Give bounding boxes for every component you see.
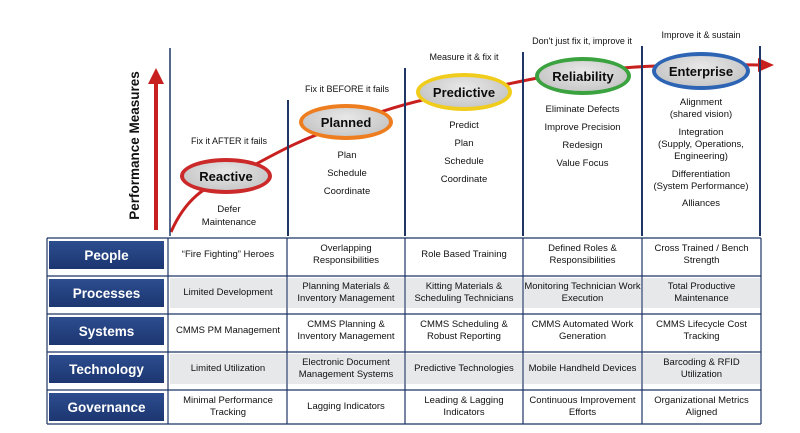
table-cell: Overlapping Responsibilities (288, 240, 404, 270)
stage-item: Plan (337, 150, 357, 161)
stage-item: Plan (454, 138, 474, 150)
stage-items-enterprise: Alignment (shared vision) Integration (S… (642, 97, 760, 211)
stage-item: (System Performance) (653, 181, 749, 193)
table-cell: Leading & Lagging Indicators (406, 392, 522, 422)
stage-items-predictive: Predict Plan Schedule Coordinate (405, 117, 523, 189)
stage-item: (shared vision) (669, 109, 733, 121)
table-cell: CMMS Lifecycle Cost Tracking (643, 316, 760, 346)
stage-item: Eliminate Defects (545, 104, 620, 115)
table-cell: Monitoring Technician Work Execution (524, 278, 641, 308)
table-cell: Kitting Materials & Scheduling Technicia… (406, 278, 522, 308)
table-cell: Limited Utilization (170, 354, 286, 384)
stage-caption-enterprise: Improve it & sustain (661, 30, 741, 40)
table-cell: Minimal Performance Tracking (170, 392, 286, 422)
row-label-people: People (49, 241, 164, 269)
table-cell: Limited Development (170, 278, 286, 308)
stage-item: Schedule (444, 156, 484, 168)
row-label-governance: Governance (49, 393, 164, 421)
stage-caption-planned: Fix it BEFORE it fails (304, 84, 389, 94)
table-cell: Mobile Handheld Devices (524, 354, 641, 384)
table-cell: Lagging Indicators (288, 392, 404, 422)
stage-pill-enterprise: Enterprise (652, 52, 750, 90)
table-cell: Role Based Training (406, 240, 522, 270)
row-label-processes: Processes (49, 279, 164, 307)
table-cell: CMMS Scheduling & Robust Reporting (406, 316, 522, 346)
stage-caption-predictive: Measure it & fix it (429, 52, 499, 62)
stage-item: Value Focus (556, 158, 609, 170)
table-cell: Electronic Document Management Systems (288, 354, 404, 384)
stage-item: Schedule (327, 168, 367, 180)
table-cell: Continuous Improvement Efforts (524, 392, 641, 422)
table-cell: CMMS PM Management (170, 316, 286, 346)
stage-item: Alignment (679, 97, 723, 108)
table-cell: Planning Materials & Inventory Managemen… (288, 278, 404, 308)
row-label-technology: Technology (49, 355, 164, 383)
curve-arrowhead (758, 58, 774, 72)
stage-caption-reactive: Fix it AFTER it fails (190, 136, 267, 146)
stage-item: Redesign (562, 140, 603, 152)
stage-item: Coordinate (440, 174, 488, 186)
table-cell: Barcoding & RFID Utilization (643, 354, 760, 384)
stage-item: Alliances (681, 198, 721, 210)
stage-pill-planned: Planned (299, 104, 393, 140)
table-cell: CMMS Planning & Inventory Management (288, 316, 404, 346)
table-cell: Predictive Technologies (406, 354, 522, 384)
stage-items-planned: Plan Schedule Coordinate (288, 147, 406, 201)
stage-item: Predict (449, 120, 479, 131)
stage-pill-reactive: Reactive (180, 158, 272, 194)
table-cell: Organizational Metrics Aligned (643, 392, 760, 422)
stage-pill-predictive: Predictive (416, 73, 512, 111)
table-cell: “Fire Fighting” Heroes (170, 240, 286, 270)
stage-caption-reliability: Don't just fix it, improve it (532, 36, 632, 46)
stage-item: Defer (217, 204, 241, 215)
stage-items-reactive: Defer Maintenance (170, 204, 288, 230)
table-cell: CMMS Automated Work Generation (524, 316, 641, 346)
stage-items-reliability: Eliminate Defects Improve Precision Rede… (523, 101, 642, 173)
stage-item: Integration (678, 126, 724, 138)
row-label-systems: Systems (49, 317, 164, 345)
stage-item: Maintenance (201, 216, 257, 228)
table-cell: Defined Roles & Responsibilities (524, 240, 641, 270)
table-cell: Total Productive Maintenance (643, 278, 760, 308)
stage-item: Engineering) (674, 151, 728, 163)
stage-item: Differentiation (671, 168, 731, 180)
stage-item: (Supply, Operations, (658, 139, 744, 151)
stage-item: Improve Precision (544, 122, 621, 134)
table-cell: Cross Trained / Bench Strength (643, 240, 760, 270)
y-axis-arrowhead (148, 68, 164, 84)
stage-pill-reliability: Reliability (535, 57, 631, 95)
stage-item: Coordinate (323, 186, 371, 198)
